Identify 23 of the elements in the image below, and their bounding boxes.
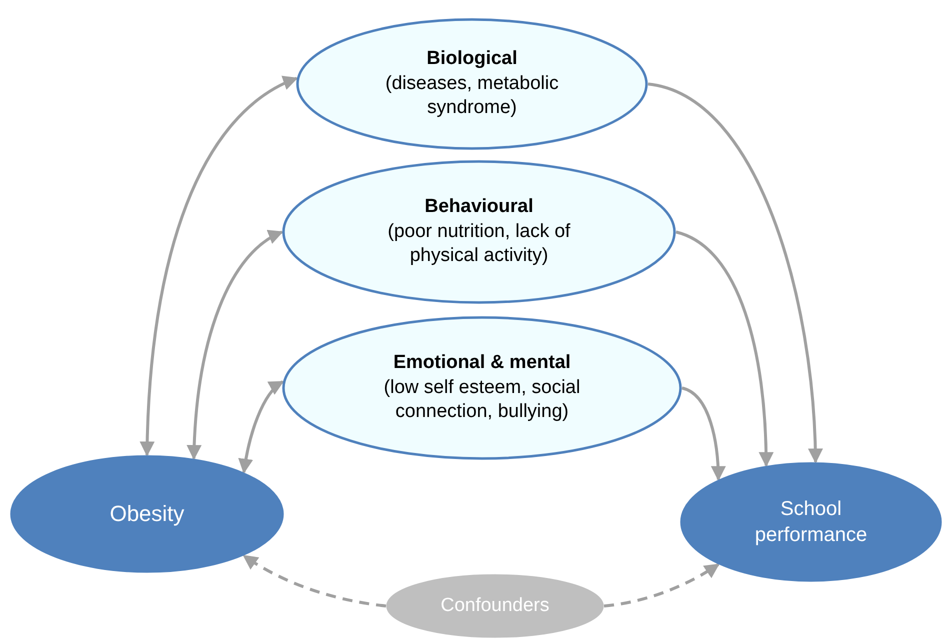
node-heading: Biological: [426, 46, 518, 71]
node-text: (poor nutrition, lack of physical activity): [386, 220, 572, 268]
ellipse-node: [282, 160, 676, 304]
ellipse-node: [680, 462, 942, 582]
node-text: School performance: [754, 497, 868, 548]
arrow: [675, 230, 774, 468]
ellipse-node: [386, 574, 604, 638]
node-text: Confounders: [440, 594, 550, 618]
node-text: (diseases, metabolic syndrome): [384, 72, 560, 120]
arrow: [604, 563, 720, 608]
node-heading: Behavioural: [424, 194, 534, 219]
ellipse-node: [296, 18, 648, 150]
arrow: [242, 554, 386, 608]
node-text: Obesity: [110, 500, 184, 528]
arrow: [648, 82, 823, 464]
arrow: [238, 380, 284, 474]
arrow: [140, 76, 298, 456]
ellipse-node: [282, 316, 682, 460]
arrow: [186, 230, 284, 460]
node-text: (low self esteem, social connection, bullying): [382, 376, 582, 424]
ellipse-node: [10, 455, 284, 573]
node-heading: Emotional & mental: [393, 350, 571, 375]
arrow: [682, 386, 726, 482]
